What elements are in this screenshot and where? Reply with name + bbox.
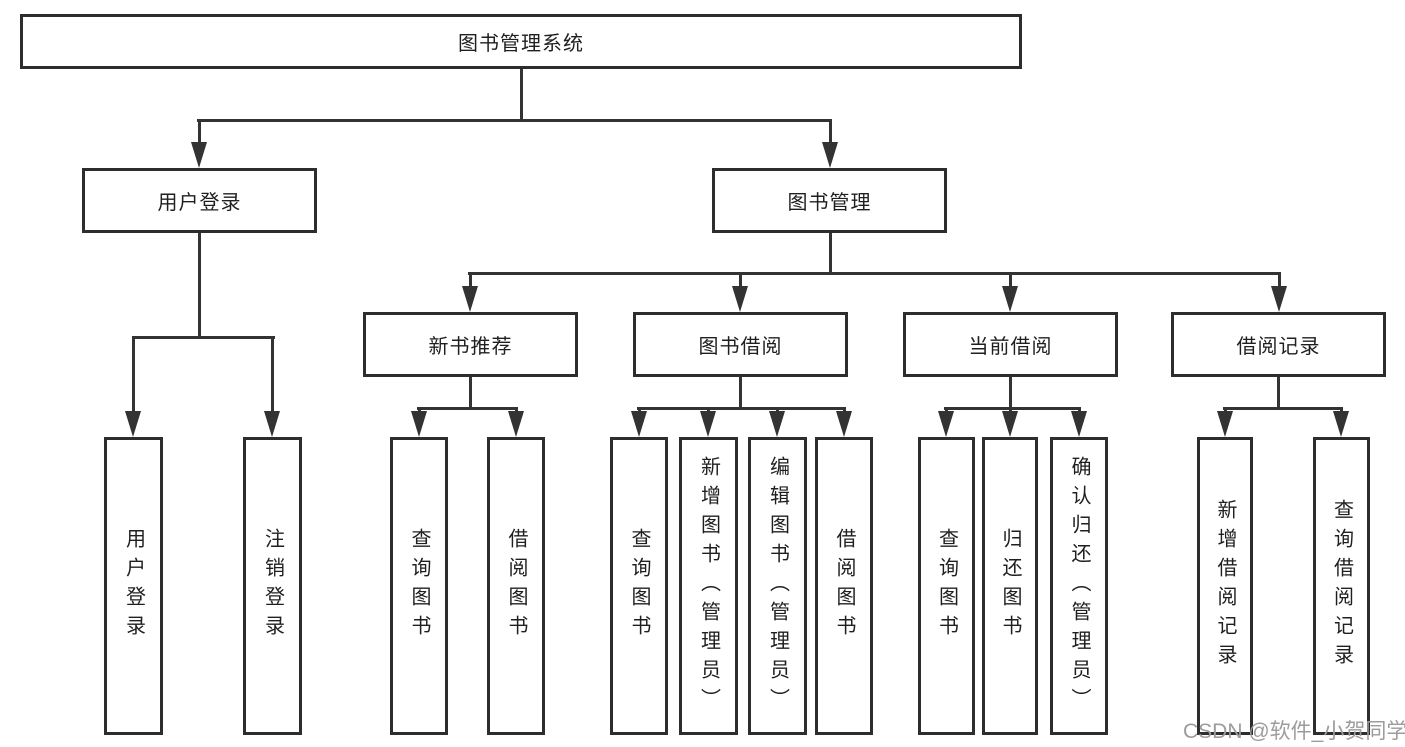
leaf-query-books-1: 查询图书 (390, 437, 448, 735)
connector-stem (829, 233, 832, 274)
leaf-label: 编辑图书（管理员） (766, 455, 789, 717)
connector-stem (1277, 377, 1280, 409)
leaf-label: 查询借阅记录 (1330, 499, 1353, 673)
connector-bar (468, 272, 1281, 275)
connector-arrow-stem (271, 336, 274, 417)
leaf-label: 归还图书 (999, 528, 1021, 644)
leaf-edit-books-admin: 编辑图书（管理员） (748, 437, 807, 735)
connector-arrow-stem (739, 272, 742, 292)
node-book-borrowing: 图书借阅 (633, 312, 848, 377)
leaf-label: 查询图书 (628, 528, 650, 644)
leaf-return-books: 归还图书 (982, 437, 1038, 735)
connector-stem (520, 69, 523, 121)
leaf-query-borrow-record: 查询借阅记录 (1313, 437, 1370, 735)
leaf-label: 确认归还（管理员） (1068, 455, 1090, 717)
leaf-label: 新增借阅记录 (1214, 499, 1236, 673)
connector-arrow-stem (132, 336, 135, 417)
connector-bar (197, 119, 832, 122)
arrow-down-icon (1002, 411, 1018, 437)
leaf-label: 借阅图书 (833, 528, 855, 644)
node-library-management-system: 图书管理系统 (20, 14, 1022, 69)
connector-stem (1009, 377, 1012, 409)
csdn-watermark: CSDN @软件_小贺同学 (1183, 720, 1405, 743)
connector-stem (739, 377, 742, 409)
arrow-down-icon (462, 286, 478, 312)
leaf-label: 查询图书 (935, 528, 958, 644)
arrow-down-icon (1271, 286, 1287, 312)
leaf-label: 查询图书 (408, 528, 430, 644)
arrow-down-icon (732, 286, 748, 312)
leaf-label: 用户登录 (122, 528, 145, 644)
node-borrowing-records: 借阅记录 (1171, 312, 1386, 377)
arrow-down-icon (1002, 286, 1018, 312)
leaf-query-books-2: 查询图书 (610, 437, 668, 735)
node-current-borrowing: 当前借阅 (903, 312, 1118, 377)
connector-bar (637, 407, 846, 410)
leaf-add-books-admin: 新增图书（管理员） (679, 437, 738, 735)
leaf-add-borrow-record: 新增借阅记录 (1197, 437, 1253, 735)
node-new-book-recommendation: 新书推荐 (363, 312, 578, 377)
connector-bar (1223, 407, 1343, 410)
arrow-down-icon (125, 411, 141, 437)
arrow-down-icon (1333, 411, 1349, 437)
leaf-label: 借阅图书 (505, 528, 527, 644)
arrow-down-icon (1217, 411, 1233, 437)
connector-bar (944, 407, 1081, 410)
node-label: 用户登录 (157, 192, 242, 214)
arrow-down-icon (508, 411, 524, 437)
connector-bar (417, 407, 518, 410)
leaf-label: 注销登录 (261, 528, 284, 644)
node-label: 借阅记录 (1236, 336, 1321, 358)
arrow-down-icon (700, 411, 716, 437)
connector-stem (198, 233, 201, 338)
node-label: 新书推荐 (428, 336, 513, 358)
connector-arrow-stem (829, 119, 832, 148)
connector-arrow-stem (198, 119, 201, 148)
connector-stem (469, 377, 472, 409)
node-book-management: 图书管理 (712, 168, 947, 233)
connector-arrow-stem (1009, 272, 1012, 292)
connector-arrow-stem (1278, 272, 1281, 292)
arrow-down-icon (411, 411, 427, 437)
connector-bar (132, 336, 275, 339)
node-user-login: 用户登录 (82, 168, 317, 233)
arrow-down-icon (631, 411, 647, 437)
leaf-borrow-books-2: 借阅图书 (815, 437, 873, 735)
arrow-down-icon (822, 142, 838, 168)
arrow-down-icon (938, 411, 954, 437)
leaf-query-books-3: 查询图书 (918, 437, 975, 735)
leaf-confirm-return-admin: 确认归还（管理员） (1050, 437, 1108, 735)
arrow-down-icon (264, 411, 280, 437)
leaf-user-login: 用户登录 (104, 437, 163, 735)
node-label: 图书借阅 (698, 336, 783, 358)
node-label: 图书管理系统 (458, 33, 584, 55)
arrow-down-icon (836, 411, 852, 437)
leaf-borrow-books-1: 借阅图书 (487, 437, 545, 735)
leaf-label: 新增图书（管理员） (697, 455, 720, 717)
node-label: 当前借阅 (968, 336, 1053, 358)
arrow-down-icon (769, 411, 785, 437)
arrow-down-icon (191, 142, 207, 168)
connector-arrow-stem (469, 272, 472, 292)
node-label: 图书管理 (787, 192, 872, 214)
arrow-down-icon (1071, 411, 1087, 437)
leaf-logout: 注销登录 (243, 437, 302, 735)
